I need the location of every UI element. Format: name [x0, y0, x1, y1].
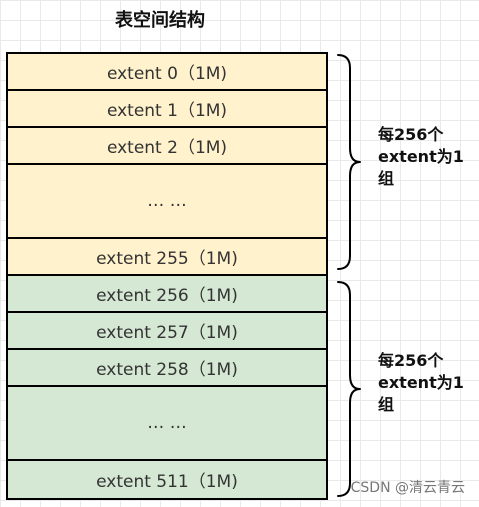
extent-258-cell: extent 258（1M): [8, 350, 326, 387]
extent-ellipsis-cell-group1: … …: [8, 165, 326, 239]
tablespace-stack: extent 0（1M) extent 1（1M) extent 2（1M) ……: [6, 52, 328, 500]
extent-511-cell: extent 511（1M): [8, 461, 326, 498]
extent-2-cell: extent 2（1M): [8, 128, 326, 165]
group1-annotation: 每256个 extent为1 组: [378, 124, 478, 190]
extent-ellipsis-cell-group2: … …: [8, 387, 326, 461]
group2-brace-icon: [337, 281, 361, 497]
extent-257-cell: extent 257（1M): [8, 313, 326, 350]
group1-annotation-line1: 每256个: [378, 125, 444, 144]
extent-256-cell: extent 256（1M): [8, 276, 326, 313]
watermark: CSDN @清云青云: [350, 480, 465, 496]
group1-annotation-line3: 组: [378, 169, 395, 188]
group2-annotation-line2: extent为1: [378, 373, 464, 392]
extent-0-cell: extent 0（1M): [8, 54, 326, 91]
group1-annotation-line2: extent为1: [378, 147, 464, 166]
group1-brace-icon: [337, 54, 361, 270]
diagram-title: 表空间结构: [115, 10, 205, 31]
extent-1-cell: extent 1（1M): [8, 91, 326, 128]
group2-annotation-line3: 组: [378, 395, 395, 414]
group2-annotation-line1: 每256个: [378, 351, 444, 370]
extent-255-cell: extent 255（1M): [8, 239, 326, 276]
group2-annotation: 每256个 extent为1 组: [378, 350, 478, 416]
